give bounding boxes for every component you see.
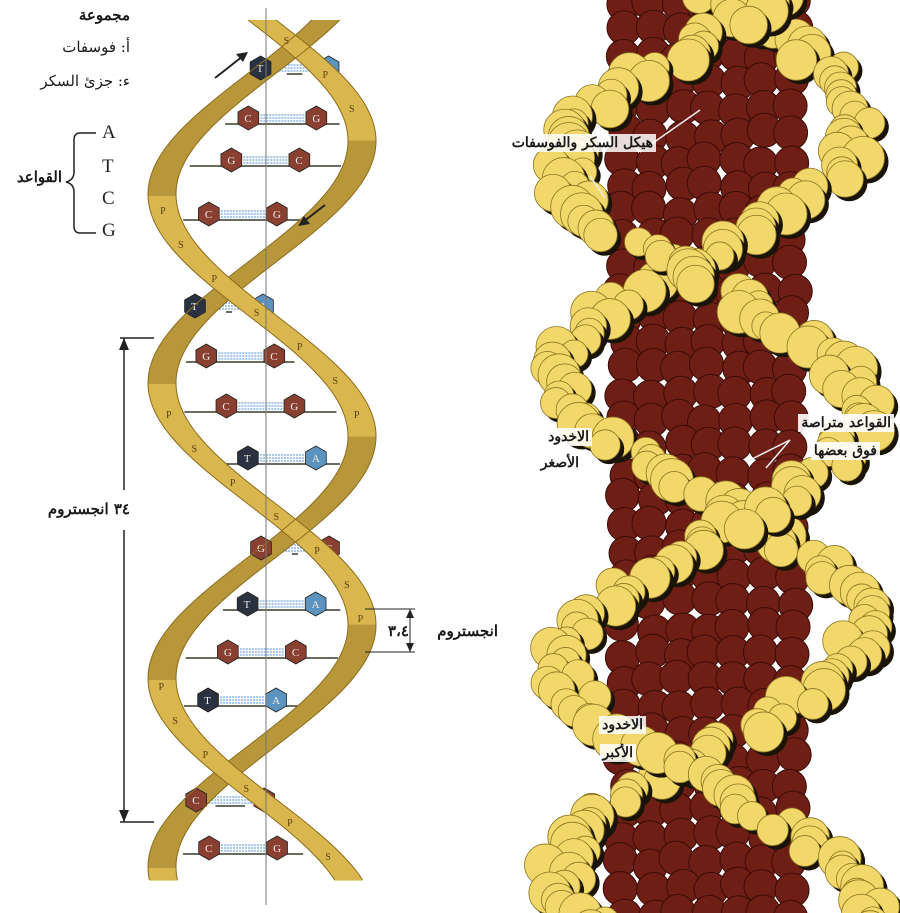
backbone-atom-sphere <box>667 39 709 81</box>
major-groove-label-line1: الاخدود <box>599 716 646 734</box>
backbone-atom-sphere <box>590 430 620 460</box>
base-atom-sphere <box>718 427 752 461</box>
backbone-atom-sphere <box>730 6 768 44</box>
stacked-bases-label-line2: فوق بعضها <box>811 442 880 460</box>
minor-groove-label-line1: الاخدود <box>545 428 592 446</box>
backbone-atom-sphere <box>764 533 798 567</box>
backbone-atom-sphere <box>757 814 788 845</box>
backbone-atom-sphere <box>744 712 784 752</box>
minor-groove-label-line2: الأصغر <box>538 454 582 472</box>
backbone-atom-sphere <box>798 689 829 720</box>
backbone-atom-sphere <box>776 40 817 81</box>
backbone-atom-sphere <box>591 90 629 128</box>
backbone-atom-sphere <box>677 265 714 302</box>
backbone-atom-sphere <box>724 509 764 549</box>
backbone-atom-sphere <box>789 836 820 867</box>
backbone-atom-sphere <box>827 161 863 197</box>
base-atom-sphere <box>691 687 725 721</box>
base-atom-sphere <box>774 116 808 150</box>
stacked-bases-label-line1: القواعد متراصة <box>798 414 894 432</box>
backbone-atom-sphere <box>584 218 617 251</box>
backbone-label: هيكل السكر والفوسفات <box>509 134 656 152</box>
base-atom-sphere <box>772 245 806 279</box>
base-atom-sphere <box>632 506 666 540</box>
major-groove-label-line2: الأكبر <box>600 744 637 762</box>
